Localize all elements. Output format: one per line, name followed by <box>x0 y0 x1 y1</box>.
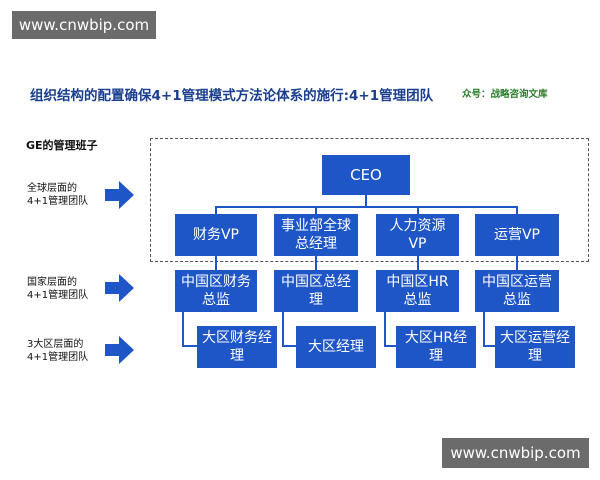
region-finance-line2: 理 <box>230 348 244 364</box>
country-box-gm: 中国区总经 理 <box>274 270 358 312</box>
arrow-global-icon <box>105 181 134 209</box>
connector-cr-1h <box>182 345 198 347</box>
connector-gc-2 <box>315 256 317 270</box>
region-ops-line1: 大区运营经 <box>500 330 570 346</box>
country-gm-line2: 理 <box>309 292 323 308</box>
global-box-finance: 财务VP <box>175 214 257 256</box>
connector-ceo-down <box>365 195 367 207</box>
row-label-country-line1: 国家层面的 <box>27 277 77 288</box>
global-team-dashed-frame <box>150 138 589 262</box>
connector-drop-4 <box>516 206 518 214</box>
connector-drop-1 <box>215 206 217 214</box>
connector-gc-1 <box>215 256 217 270</box>
watermark-bottom: www.cnwbip.com <box>442 438 589 468</box>
row-label-region-line1: 3大区层面的 <box>27 339 84 350</box>
region-box-hr: 大区HR经 理 <box>396 326 476 368</box>
connector-cr-4h <box>483 345 495 347</box>
country-finance-line2: 总监 <box>202 292 230 308</box>
connector-cr-3v <box>384 312 386 347</box>
row-label-global-line2: 4+1管理团队 <box>27 196 89 207</box>
row-label-global: 全球层面的 4+1管理团队 <box>27 182 88 208</box>
source-label: 众号：战略咨询文库 <box>462 89 548 100</box>
country-ops-line1: 中国区运营 <box>482 274 552 290</box>
arrow-country-icon <box>105 274 134 302</box>
connector-cr-3h <box>384 345 396 347</box>
global-finance-label: 财务VP <box>192 227 240 243</box>
global-box-bu-gm: 事业部全球 总经理 <box>274 214 358 256</box>
global-bu-gm-line2: 总经理 <box>295 236 337 252</box>
connector-global-bus <box>215 206 518 208</box>
connector-cr-2h <box>282 345 296 347</box>
connector-drop-2 <box>315 206 317 214</box>
connector-gc-4 <box>516 256 518 270</box>
watermark-top: www.cnwbip.com <box>12 11 156 39</box>
global-hr-line1: 人力资源 <box>389 218 446 234</box>
region-ops-line2: 理 <box>528 348 542 364</box>
ceo-label: CEO <box>350 166 382 184</box>
global-bu-gm-line1: 事业部全球 <box>281 218 351 234</box>
global-hr-line2: VP <box>408 236 427 252</box>
connector-cr-1v <box>182 312 184 347</box>
country-ops-line2: 总监 <box>503 292 531 308</box>
country-finance-line1: 中国区财务 <box>181 274 251 290</box>
country-hr-line2: 总监 <box>403 292 432 308</box>
country-box-ops: 中国区运营 总监 <box>475 270 559 312</box>
region-finance-line1: 大区财务经 <box>202 330 272 346</box>
region-box-finance: 大区财务经 理 <box>197 326 277 368</box>
connector-cr-2v <box>282 312 284 347</box>
region-hr-line2: 理 <box>428 348 443 364</box>
connector-gc-3 <box>417 256 419 270</box>
arrow-region-icon <box>105 336 134 364</box>
region-box-manager: 大区经理 <box>296 326 376 368</box>
ceo-box: CEO <box>322 155 410 195</box>
page-title: 组织结构的配置确保4+1管理模式方法论体系的施行:4+1管理团队 <box>30 88 434 104</box>
section-label: GE的管理班子 <box>26 139 98 152</box>
row-label-region: 3大区层面的 4+1管理团队 <box>27 338 88 364</box>
country-box-finance: 中国区财务 总监 <box>175 270 257 312</box>
connector-drop-3 <box>417 206 419 214</box>
global-ops-label: 运营VP <box>493 227 541 243</box>
row-label-country-line2: 4+1管理团队 <box>27 290 89 301</box>
region-manager-label: 大区经理 <box>308 339 364 355</box>
region-box-ops: 大区运营经 理 <box>495 326 575 368</box>
country-gm-line1: 中国区总经 <box>281 274 351 290</box>
region-hr-line1: 大区HR经 <box>404 330 468 346</box>
global-box-ops: 运营VP <box>475 214 559 256</box>
country-box-hr: 中国区HR 总监 <box>376 270 459 312</box>
global-box-hr: 人力资源 VP <box>376 214 459 256</box>
row-label-country: 国家层面的 4+1管理团队 <box>27 276 88 302</box>
row-label-global-line1: 全球层面的 <box>27 183 77 194</box>
row-label-region-line2: 4+1管理团队 <box>27 352 89 363</box>
country-hr-line1: 中国区HR <box>386 274 449 290</box>
connector-cr-4v <box>483 312 485 347</box>
